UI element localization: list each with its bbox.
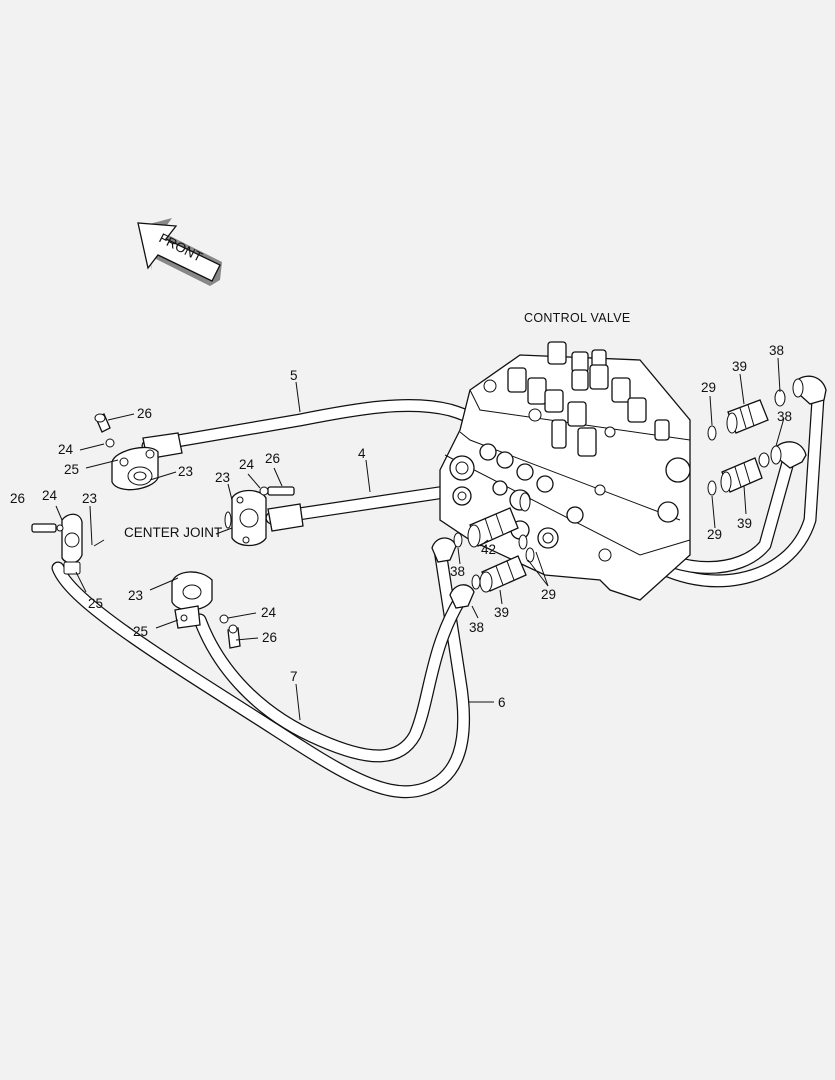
bolt-26-lower (219, 614, 241, 649)
callout-24: 24 (239, 457, 255, 472)
fitting-42 (467, 492, 531, 548)
bolt-26-upper (94, 413, 111, 433)
center-joint-label: CENTER JOINT (124, 525, 222, 540)
spool-caps (483, 341, 670, 457)
callout-labels: 5 4 6 7 26 24 25 23 23 24 26 CENTER JOIN… (10, 343, 792, 710)
callout-5: 5 (290, 368, 298, 383)
callout-23: 23 (178, 464, 193, 479)
elbow-38-center-lower (449, 574, 481, 609)
callout-24: 24 (58, 442, 74, 457)
callout-6: 6 (498, 695, 506, 710)
fitting-39-lower (720, 457, 763, 493)
bolt-26-center (259, 486, 295, 496)
o-rings-29-right (707, 425, 717, 496)
callout-29: 29 (707, 527, 722, 542)
callout-23: 23 (215, 470, 230, 485)
callout-38: 38 (769, 343, 784, 358)
callout-38: 38 (777, 409, 792, 424)
fitting-39-center (479, 534, 535, 593)
callout-26: 26 (265, 451, 280, 466)
elbow-38-center-upper (431, 532, 463, 563)
control-valve-title: CONTROL VALVE (524, 311, 630, 325)
fitting-39-upper (726, 399, 769, 434)
hose-6 (51, 543, 471, 799)
callout-29: 29 (541, 587, 556, 602)
bolt-26-left (31, 523, 64, 533)
control-valve-body (439, 341, 691, 601)
front-arrow-icon: FRONT (137, 218, 222, 286)
callout-39: 39 (494, 605, 509, 620)
callout-24: 24 (42, 488, 58, 503)
split-flange-left (61, 513, 83, 575)
callout-25: 25 (88, 596, 103, 611)
callout-23: 23 (128, 588, 143, 603)
elbow-38-upper (774, 375, 827, 407)
callout-26: 26 (262, 630, 277, 645)
split-flange-lower (171, 571, 213, 629)
callout-29: 29 (701, 380, 716, 395)
callout-7: 7 (290, 669, 298, 684)
callout-26: 26 (10, 491, 25, 506)
callout-38: 38 (450, 564, 465, 579)
callout-25: 25 (64, 462, 79, 477)
callout-4: 4 (358, 446, 366, 461)
callout-24: 24 (261, 605, 277, 620)
callout-39: 39 (732, 359, 747, 374)
callout-23: 23 (82, 491, 97, 506)
leader-lines (55, 357, 785, 721)
callout-26: 26 (137, 406, 152, 421)
split-flange-upper (111, 446, 159, 491)
valve-ports (449, 443, 691, 562)
hose-7 (193, 593, 467, 763)
center-joint-flange (224, 489, 267, 547)
callout-42: 42 (481, 542, 496, 557)
callout-25: 25 (133, 624, 148, 639)
callout-39: 39 (737, 516, 752, 531)
callout-38: 38 (469, 620, 484, 635)
washer-24-upper (105, 438, 115, 448)
elbow-38-lower (758, 441, 807, 469)
